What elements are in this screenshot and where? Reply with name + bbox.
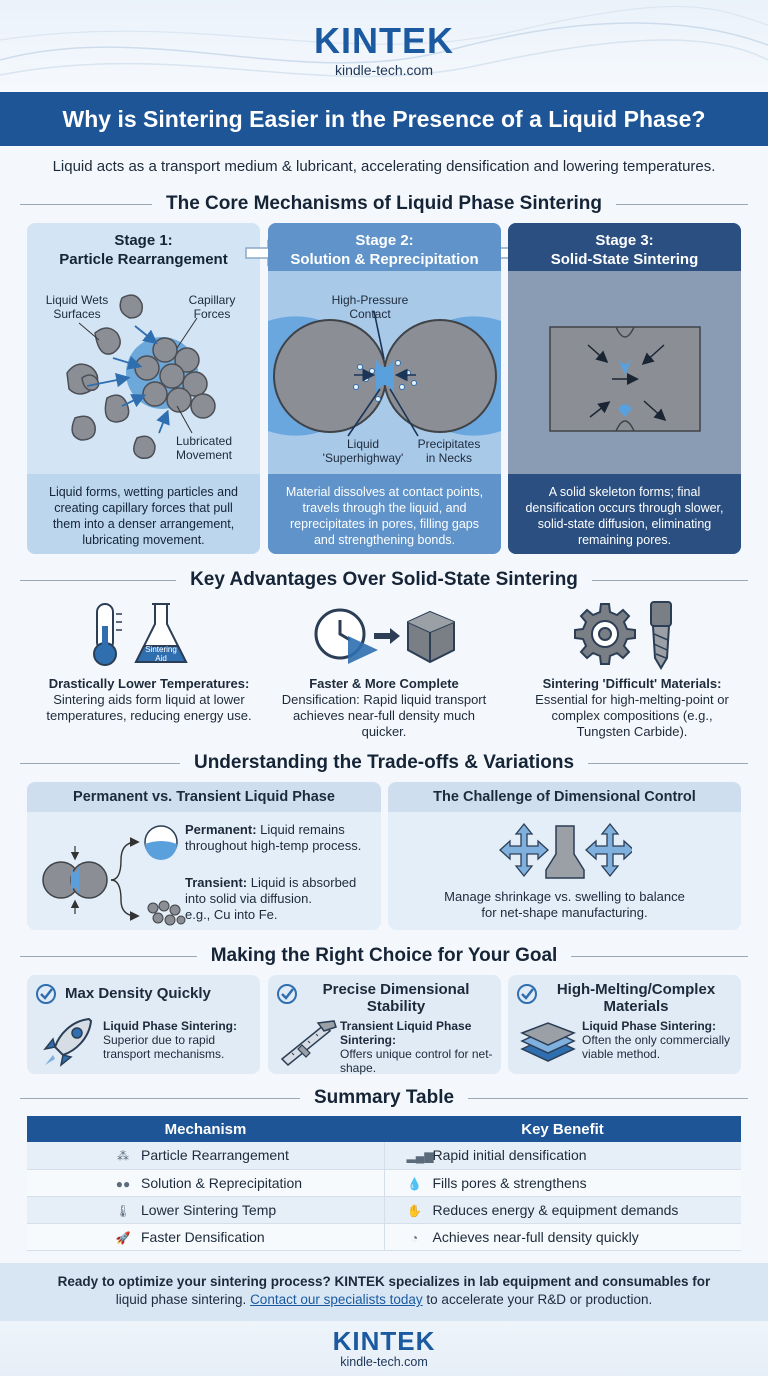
footer-brand-logo[interactable]: KINTEK (332, 1326, 436, 1356)
hand-energy-icon: ✋ (407, 1203, 422, 1218)
droplet-icon: 💧 (407, 1176, 422, 1191)
table-row: 🌡Lower Sintering Temp ✋Reduces energy & … (27, 1196, 741, 1224)
summary-heading: Summary Table (20, 1086, 748, 1110)
stage-3-title: Stage 3: Solid-State Sintering (550, 232, 699, 268)
stage-2-card: Stage 2: Solution & Reprecipitation High… (268, 223, 501, 554)
table-cell-mechanism: ●●Solution & Reprecipitation (27, 1169, 385, 1197)
stage-3-card: Stage 3: Solid-State Sintering A solid s… (508, 223, 741, 554)
tradeoffs-heading: Understanding the Trade-offs & Variation… (20, 751, 748, 775)
table-row: 🚀Faster Densification ◔Achieves near-ful… (27, 1223, 741, 1251)
permanent-liquid-text: Permanent: Liquid remains throughout hig… (185, 822, 362, 853)
column-header-benefit: Key Benefit (384, 1116, 741, 1142)
solution-reprecipitation-diagram (268, 271, 501, 474)
brand-logo[interactable]: KINTEK (314, 20, 454, 61)
thermometer-icon: 🌡 (115, 1203, 131, 1218)
two-particles-icon: ●● (115, 1176, 131, 1191)
particles-icon: ⁂ (117, 1149, 129, 1164)
table-cell-mechanism: 🌡Lower Sintering Temp (27, 1196, 385, 1224)
clock-icon (314, 608, 378, 664)
solid-state-sintering-diagram (508, 271, 741, 474)
particle-rearrangement-diagram (66, 294, 216, 459)
table-cell-benefit: 💧Fills pores & strengthens (384, 1169, 741, 1197)
choice-high-melting-materials: High-Melting/Complex Materials Liquid Ph… (508, 975, 741, 1074)
liquid-phase-diagram (42, 825, 186, 926)
advantage-lower-temperatures: Drastically Lower Temperatures: Sinterin… (46, 676, 252, 723)
bar-chart-icon: ▂▄▆ (406, 1149, 434, 1164)
gear-icon (574, 603, 636, 665)
choice-text: Liquid Phase Sintering: Superior due to … (103, 1019, 238, 1061)
site-url[interactable]: kindle-tech.com (334, 62, 434, 78)
table-cell-mechanism: 🚀Faster Densification (27, 1223, 385, 1251)
footer-site-url[interactable]: kindle-tech.com (340, 1355, 428, 1369)
check-circle-icon (517, 984, 537, 1004)
check-circle-icon (36, 984, 56, 1004)
table-cell-benefit: ◔Achieves near-full density quickly (384, 1223, 741, 1251)
panel-title: Permanent vs. Transient Liquid Phase (27, 782, 381, 812)
rocket-icon: 🚀 (115, 1230, 131, 1245)
table-row: ●●Solution & Reprecipitation 💧Fills pore… (27, 1169, 741, 1197)
drill-bit-icon (650, 601, 672, 670)
transient-liquid-text: Transient: Liquid is absorbed into solid… (185, 875, 357, 922)
dimensional-control-panel: The Challenge of Dimensional Control Man… (388, 782, 741, 930)
caliper-icon (280, 1020, 337, 1067)
choice-dimensional-stability: Precise Dimensional Stability Transient … (268, 975, 501, 1075)
advantages-heading: Key Advantages Over Solid-State Sinterin… (20, 568, 748, 592)
label-liquid-superhighway: Liquid'Superhighway' (322, 437, 404, 465)
stage-1-title: Stage 1: Particle Rearrangement (59, 232, 228, 268)
thermometer-icon (93, 603, 122, 666)
table-cell-mechanism: ⁂Particle Rearrangement (27, 1142, 385, 1170)
footer-background (0, 1321, 768, 1376)
header-waves (0, 5, 768, 78)
gauge-icon: ◔ (410, 1230, 419, 1245)
advantage-faster-densification: Faster & More Complete Densification: Ra… (281, 676, 487, 739)
stage-1-description: Liquid forms, wetting particles and crea… (27, 474, 260, 554)
arrow-right-icon (374, 628, 400, 644)
choice-text: Transient Liquid Phase Sintering: Offers… (340, 1019, 493, 1075)
rocket-icon (43, 1017, 93, 1067)
choice-title: Max Density Quickly (65, 985, 211, 1002)
panel-title: The Challenge of Dimensional Control (388, 782, 741, 812)
contact-specialists-link[interactable]: Contact our specialists today (250, 1292, 423, 1307)
flask-icon (134, 603, 188, 663)
mechanisms-heading: The Core Mechanisms of Liquid Phase Sint… (20, 192, 748, 216)
stage-3-description: A solid skeleton forms; final densificat… (508, 474, 741, 554)
advantage-difficult-materials: Sintering 'Difficult' Materials: Essenti… (535, 676, 729, 739)
choice-title: Precise Dimensional Stability (322, 981, 470, 1015)
dimensional-control-text: Manage shrinkage vs. swelling to balance… (444, 889, 685, 920)
table-row: ⁂Particle Rearrangement ▂▄▆Rapid initial… (27, 1142, 741, 1170)
choice-title: High-Melting/Complex Materials (556, 981, 716, 1015)
choice-max-density: Max Density Quickly Liquid Phase Sinteri… (27, 975, 260, 1074)
permanent-vs-transient-panel: Permanent vs. Transient Liquid Phase Per… (27, 782, 381, 930)
stage-2-description: Material dissolves at contact points, tr… (268, 474, 501, 554)
cube-icon (407, 610, 455, 664)
page-subtitle: Liquid acts as a transport medium & lubr… (52, 158, 716, 175)
call-to-action: Ready to optimize your sintering process… (0, 1263, 768, 1321)
page-title: Why is Sintering Easier in the Presence … (0, 92, 768, 146)
stage-2-title: Stage 2: Solution & Reprecipitation (290, 232, 479, 268)
table-header-row: Mechanism Key Benefit (27, 1116, 741, 1142)
layered-material-icon (520, 1022, 576, 1062)
table-cell-benefit: ✋Reduces energy & equipment demands (384, 1196, 741, 1224)
stage-1-card: Stage 1: Particle Rearrangement (27, 223, 260, 554)
summary-table: Mechanism Key Benefit ⁂Particle Rearrang… (27, 1116, 741, 1251)
shrinkage-swelling-icon (499, 822, 632, 879)
check-circle-icon (277, 984, 297, 1004)
header-background (0, 0, 768, 92)
choice-text: Liquid Phase Sintering: Often the only c… (582, 1019, 731, 1061)
column-header-mechanism: Mechanism (27, 1116, 384, 1142)
table-cell-benefit: ▂▄▆Rapid initial densification (384, 1142, 741, 1170)
choices-heading: Making the Right Choice for Your Goal (20, 944, 748, 968)
